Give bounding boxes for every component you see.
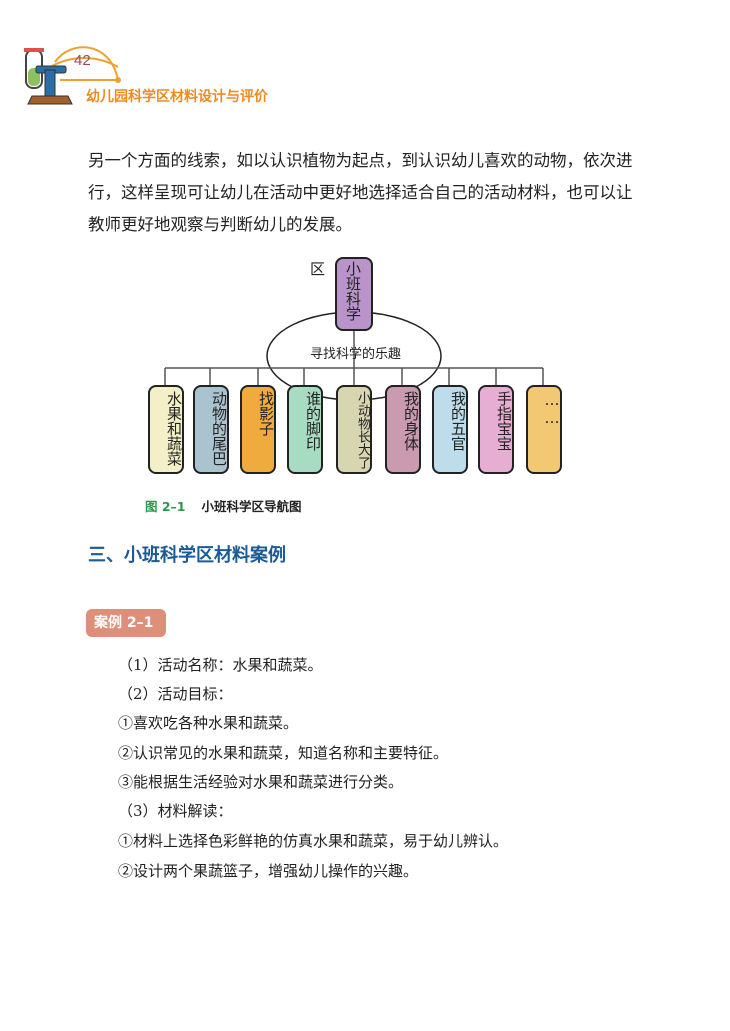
diagram-child-box: 小动物长大了 <box>336 385 372 474</box>
diagram-child-box: 动物的尾巴 <box>193 385 229 474</box>
diagram-root: 小班科学区 <box>308 257 373 331</box>
list-item: ①材料上选择色彩鲜艳的仿真水果和蔬菜，易于幼儿辨认。 <box>118 832 509 850</box>
list-item: ②设计两个果蔬篮子，增强幼儿操作的兴趣。 <box>118 862 419 880</box>
list-item: （2）活动目标： <box>118 685 233 703</box>
list-item: ③能根据生活经验对水果和蔬菜进行分类。 <box>118 773 404 791</box>
caption-text: 小班科学区导航图 <box>201 499 302 514</box>
page-number: 42 <box>74 52 91 69</box>
list-item: ①喜欢吃各种水果和蔬菜。 <box>118 714 299 732</box>
test-tube-logo-icon <box>24 46 121 105</box>
diagram-child-box: 谁的脚印 <box>287 385 323 474</box>
diagram-child-box: 找影子 <box>240 385 276 474</box>
diagram-child-box: 手指宝宝 <box>478 385 514 474</box>
case-label: 案例 2–1 <box>86 609 166 637</box>
list-item: （3）材料解读： <box>118 802 233 820</box>
figure-caption: 图 2–1 小班科学区导航图 <box>145 496 302 515</box>
section-heading: 三、小班科学区材料案例 <box>88 545 286 566</box>
diagram-child-box: 我的五官 <box>432 385 468 474</box>
list-item: ②认识常见的水果和蔬菜，知道名称和主要特征。 <box>118 744 449 762</box>
book-title: 幼儿园科学区材料设计与评价 <box>86 89 268 105</box>
body-paragraph: 另一个方面的线索，如以认识植物为起点，到认识幼儿喜欢的动物，依次进行，这样呈现可… <box>88 151 633 234</box>
diagram-child-box: …… <box>526 385 562 474</box>
diagram-center-label: 寻找科学的乐趣 <box>310 347 402 362</box>
caption-number: 图 2–1 <box>145 499 186 514</box>
diagram-child-box: 我的身体 <box>385 385 421 474</box>
list-item: （1）活动名称：水果和蔬菜。 <box>118 656 323 674</box>
diagram-child-box: 水果和蔬菜 <box>148 385 184 474</box>
